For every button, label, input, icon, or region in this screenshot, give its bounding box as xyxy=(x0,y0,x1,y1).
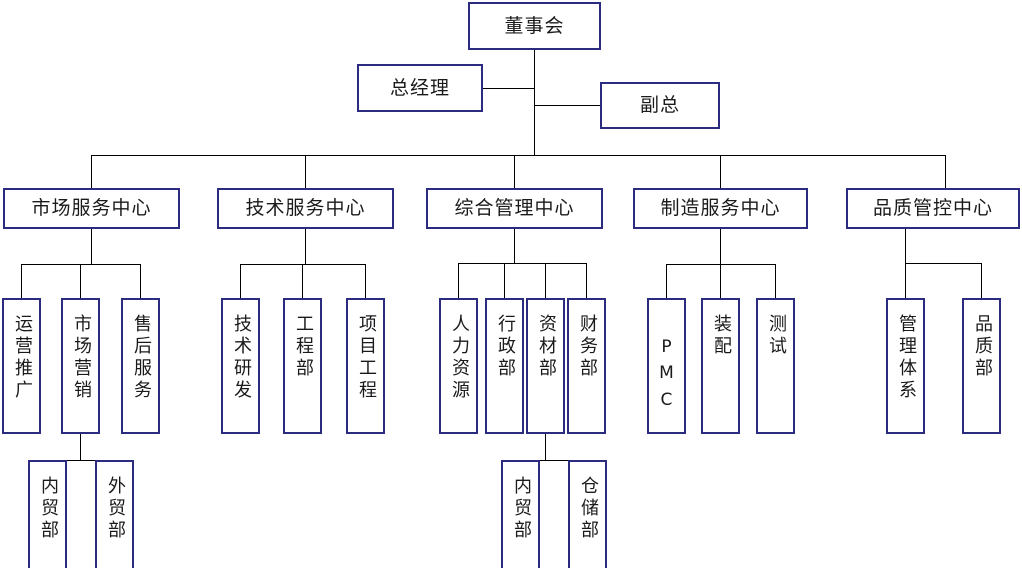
connector-drop-tech xyxy=(305,155,306,188)
connector-drop-admin xyxy=(514,155,515,188)
node-general-manager[interactable]: 总经理 xyxy=(357,64,483,112)
connector-material-bus xyxy=(520,460,587,461)
connector-tech-rnd xyxy=(240,264,241,298)
node-center-tech-label: 技术服务中心 xyxy=(245,197,366,220)
node-sub-foreign-trade[interactable]: 外贸部 xyxy=(95,460,134,568)
node-sub-warehouse-label: 仓储部 xyxy=(577,476,599,542)
node-dept-engineering-label: 工程部 xyxy=(292,314,314,380)
node-dept-management-system-label: 管理体系 xyxy=(895,314,917,402)
node-sub-foreign-trade-label: 外贸部 xyxy=(104,476,126,542)
connector-material-stem xyxy=(545,434,546,460)
node-dept-administration-label: 行政部 xyxy=(494,314,516,380)
connector-quality-mgmt xyxy=(905,263,906,298)
connector-market-stem xyxy=(91,229,92,264)
connector-admin-bus xyxy=(458,263,586,264)
connector-marketing-stem xyxy=(80,434,81,460)
node-dept-material-label: 资材部 xyxy=(535,314,557,380)
node-dept-engineering[interactable]: 工程部 xyxy=(283,298,322,434)
node-center-market[interactable]: 市场服务中心 xyxy=(3,188,180,229)
connector-admin-administration xyxy=(504,263,505,298)
node-dept-after-sales[interactable]: 售后服务 xyxy=(121,298,160,434)
node-dept-operations-promotion-label: 运营推广 xyxy=(11,314,33,402)
node-center-market-label: 市场服务中心 xyxy=(31,197,152,220)
connector-tech-stem xyxy=(305,229,306,264)
node-dept-administration[interactable]: 行政部 xyxy=(485,298,524,434)
connector-drop-quality xyxy=(945,155,946,188)
node-sub-domestic-trade-material[interactable]: 内贸部 xyxy=(501,460,540,568)
node-dept-finance[interactable]: 财务部 xyxy=(567,298,606,434)
node-center-quality[interactable]: 品质管控中心 xyxy=(846,188,1020,229)
node-dept-testing-label: 测试 xyxy=(765,314,787,358)
connector-mfg-testing xyxy=(775,264,776,298)
node-vice-general-manager-label: 副总 xyxy=(639,94,680,117)
node-dept-pmc[interactable]: P M C xyxy=(647,298,686,434)
connector-market-aftersales xyxy=(140,264,141,298)
node-dept-marketing[interactable]: 市场营销 xyxy=(61,298,100,434)
connector-tech-engineering xyxy=(302,264,303,298)
node-center-tech[interactable]: 技术服务中心 xyxy=(217,188,394,229)
connector-mfg-stem xyxy=(720,229,721,264)
connector-quality-stem xyxy=(905,229,906,263)
connector-tech-project xyxy=(365,264,366,298)
node-dept-finance-label: 财务部 xyxy=(576,314,598,380)
node-dept-operations-promotion[interactable]: 运营推广 xyxy=(2,298,41,434)
connector-board-spine xyxy=(534,50,535,155)
node-dept-human-resources-label: 人力资源 xyxy=(448,314,470,402)
connector-market-ops xyxy=(21,264,22,298)
node-dept-project-engineering[interactable]: 项目工程 xyxy=(346,298,385,434)
connector-drop-market xyxy=(91,155,92,188)
node-dept-rnd[interactable]: 技术研发 xyxy=(221,298,260,434)
node-dept-rnd-label: 技术研发 xyxy=(230,314,252,402)
node-dept-after-sales-label: 售后服务 xyxy=(130,314,152,402)
node-dept-testing[interactable]: 测试 xyxy=(756,298,795,434)
connector-level2-bus xyxy=(91,155,946,156)
connector-vgm xyxy=(534,105,600,106)
node-board-label: 董事会 xyxy=(504,14,565,37)
connector-admin-finance xyxy=(586,263,587,298)
node-dept-human-resources[interactable]: 人力资源 xyxy=(439,298,478,434)
node-sub-domestic-trade-material-label: 内贸部 xyxy=(510,476,532,542)
node-dept-management-system[interactable]: 管理体系 xyxy=(886,298,925,434)
node-vice-general-manager[interactable]: 副总 xyxy=(600,82,720,129)
node-dept-project-engineering-label: 项目工程 xyxy=(355,314,377,402)
node-center-admin[interactable]: 综合管理中心 xyxy=(426,188,603,229)
connector-gm xyxy=(483,88,535,89)
node-sub-domestic-trade-market[interactable]: 内贸部 xyxy=(28,460,67,568)
connector-mfg-assembly xyxy=(720,264,721,298)
connector-quality-dept xyxy=(981,263,982,298)
connector-marketing-bus xyxy=(47,460,114,461)
connector-quality-bus xyxy=(905,263,982,264)
connector-admin-hr xyxy=(458,263,459,298)
node-dept-material[interactable]: 资材部 xyxy=(526,298,565,434)
node-sub-warehouse[interactable]: 仓储部 xyxy=(568,460,607,568)
node-general-manager-label: 总经理 xyxy=(389,76,450,99)
connector-market-marketing xyxy=(80,264,81,298)
node-dept-marketing-label: 市场营销 xyxy=(70,314,92,402)
connector-drop-mfg xyxy=(720,155,721,188)
node-board[interactable]: 董事会 xyxy=(468,2,601,50)
node-center-manufacturing[interactable]: 制造服务中心 xyxy=(633,188,808,229)
node-dept-assembly[interactable]: 装配 xyxy=(701,298,740,434)
connector-mfg-pmc xyxy=(666,264,667,298)
node-center-manufacturing-label: 制造服务中心 xyxy=(660,197,781,220)
node-dept-assembly-label: 装配 xyxy=(710,314,732,358)
node-center-quality-label: 品质管控中心 xyxy=(872,197,993,220)
node-dept-pmc-label: P M C xyxy=(659,337,674,410)
node-sub-domestic-trade-market-label: 内贸部 xyxy=(37,476,59,542)
connector-admin-stem xyxy=(514,229,515,263)
node-dept-quality-label: 品质部 xyxy=(971,314,993,380)
connector-admin-material xyxy=(545,263,546,298)
node-dept-quality[interactable]: 品质部 xyxy=(962,298,1001,434)
node-center-admin-label: 综合管理中心 xyxy=(454,197,575,220)
